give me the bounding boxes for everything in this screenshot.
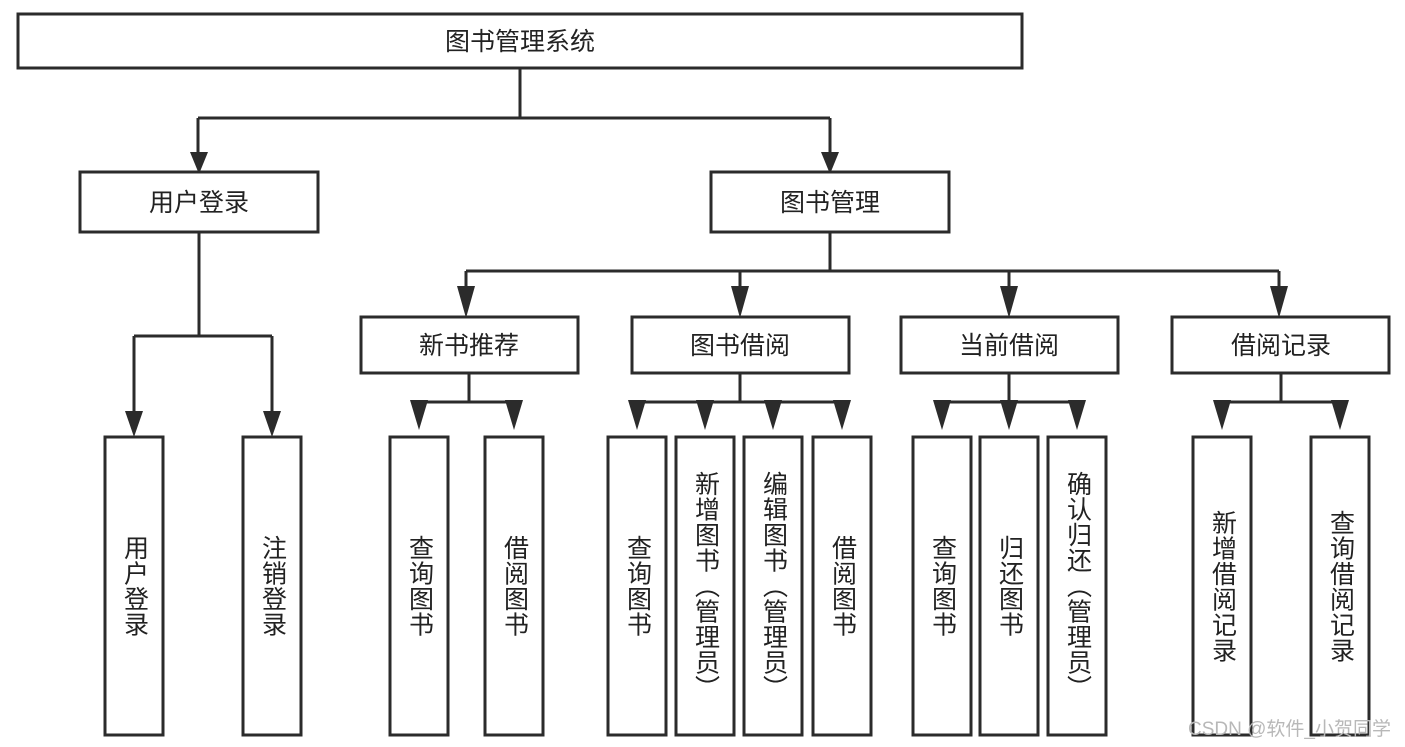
arrow-to-leaf-add-book xyxy=(696,400,714,430)
arrow-to-leaf-return-book xyxy=(1000,400,1018,430)
arrow-to-current-borrow xyxy=(1000,286,1018,318)
arrow-to-leaf-add-record xyxy=(1213,400,1231,430)
node-new-book-recommend-label: 新书推荐 xyxy=(419,332,519,360)
node-borrow-record-label: 借阅记录 xyxy=(1231,332,1331,360)
arrow-to-leaf-borrow-book-1 xyxy=(505,400,523,430)
node-user-login[interactable]: 用户登录 xyxy=(78,170,320,234)
node-book-borrow-label: 图书借阅 xyxy=(690,332,790,360)
node-leaf-query-book-2[interactable] xyxy=(606,435,668,737)
arrow-to-book-management xyxy=(821,152,839,174)
node-leaf-query-record[interactable] xyxy=(1309,435,1371,737)
node-user-login-label: 用户登录 xyxy=(149,189,249,217)
node-current-borrow-label: 当前借阅 xyxy=(959,332,1059,360)
node-leaf-user-login[interactable] xyxy=(103,435,165,737)
node-leaf-edit-book[interactable] xyxy=(742,435,804,737)
arrow-to-leaf-edit-book xyxy=(764,400,782,430)
arrowhead-layer xyxy=(125,152,1349,437)
node-leaf-borrow-book-1[interactable] xyxy=(483,435,545,737)
node-leaf-add-book[interactable] xyxy=(674,435,736,737)
node-current-borrow[interactable]: 当前借阅 xyxy=(899,315,1120,375)
arrow-to-book-borrow xyxy=(731,286,749,318)
arrow-to-leaf-user-login xyxy=(125,411,143,437)
node-leaf-query-book-3[interactable] xyxy=(911,435,973,737)
arrow-to-new-book-recommend xyxy=(457,286,475,318)
node-book-management-label: 图书管理 xyxy=(780,189,880,217)
arrow-to-leaf-borrow-book-2 xyxy=(833,400,851,430)
node-layer: 图书管理系统 用户登录 图书管理 新书推荐 图书借阅 当前 xyxy=(16,12,1391,737)
arrow-to-leaf-query-book-1 xyxy=(410,400,428,430)
node-leaf-return-book[interactable] xyxy=(978,435,1040,737)
node-leaf-add-record[interactable] xyxy=(1191,435,1253,737)
arrow-to-borrow-record xyxy=(1270,286,1288,318)
arrow-to-leaf-confirm-return xyxy=(1068,400,1086,430)
arrow-to-leaf-query-record xyxy=(1331,400,1349,430)
arrow-to-user-login xyxy=(190,152,208,174)
node-root-label: 图书管理系统 xyxy=(445,28,595,56)
node-root[interactable]: 图书管理系统 xyxy=(16,12,1024,70)
node-leaf-borrow-book-2[interactable] xyxy=(811,435,873,737)
node-borrow-record[interactable]: 借阅记录 xyxy=(1170,315,1391,375)
csdn-watermark: CSDN @软件_小贺同学 xyxy=(1188,719,1391,740)
node-leaf-query-book-1[interactable] xyxy=(388,435,450,737)
node-leaf-user-logout[interactable] xyxy=(241,435,303,737)
node-new-book-recommend[interactable]: 新书推荐 xyxy=(359,315,580,375)
node-book-borrow[interactable]: 图书借阅 xyxy=(630,315,851,375)
arrow-to-leaf-user-logout xyxy=(263,411,281,437)
arrow-to-leaf-query-book-2 xyxy=(628,400,646,430)
node-leaf-confirm-return[interactable] xyxy=(1046,435,1108,737)
node-book-management[interactable]: 图书管理 xyxy=(709,170,951,234)
arrow-to-leaf-query-book-3 xyxy=(933,400,951,430)
